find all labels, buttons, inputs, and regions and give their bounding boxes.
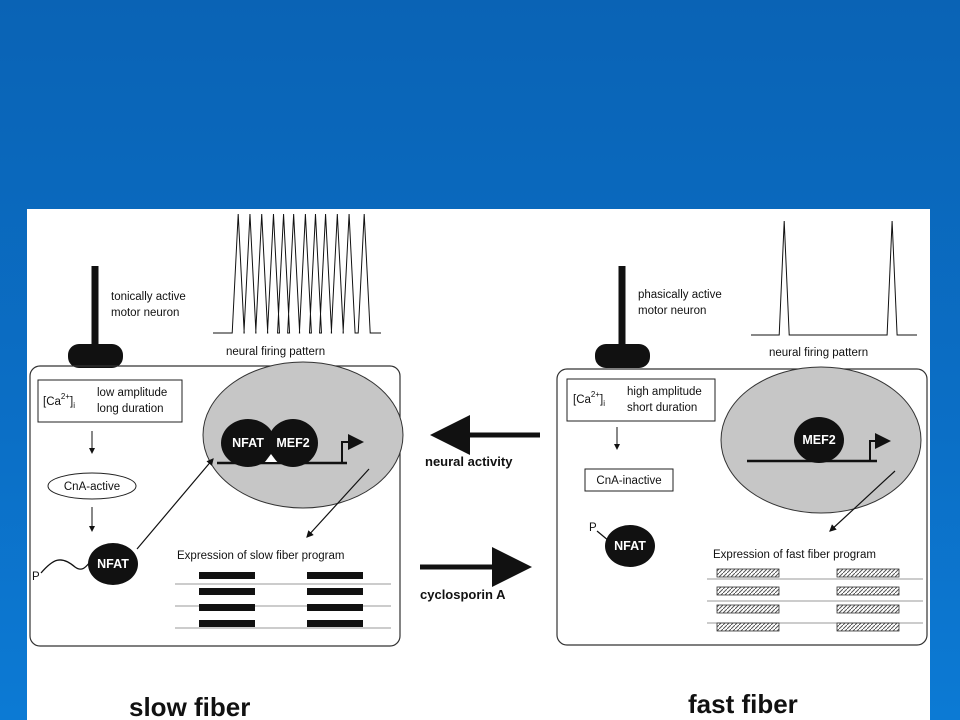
slow-phosphate-link [40,559,92,574]
fast-calcium-box [566,378,716,422]
slow-nfat-label: NFAT [97,557,129,571]
cyclosporin-label: cyclosporin A [420,587,506,602]
fast-gene-rows [707,568,923,632]
fast-nfat-label: NFAT [614,539,646,553]
slow-interaction-triangle [265,454,277,462]
fast-cna-label: CnA-inactive [596,475,661,487]
slow-amplitude-1: low amplitude [97,387,167,399]
slow-firing-label: neural firing pattern [226,346,325,358]
fast-amplitude-1: high amplitude [627,386,702,398]
fast-neuron-terminal [595,344,650,368]
slow-mef2 [268,419,318,467]
fast-firing-label: neural firing pattern [769,347,868,359]
fiber-type-diagram: tonically active motor neuron neural fir… [29,213,928,720]
fast-mef2 [794,417,844,463]
slow-nfat-nuclear-label: NFAT [232,436,264,450]
slow-cna-label: CnA-active [64,481,120,493]
fast-fiber-title: fast fiber [688,689,798,719]
slow-fiber-cell [29,365,401,647]
fast-neuron-label-1: phasically active [638,289,722,301]
slow-cna-oval [47,472,137,500]
slow-firing-pattern [213,213,381,334]
slow-neuron-terminal [68,344,123,368]
fast-amplitude-2: short duration [627,402,697,414]
fast-firing-pattern [751,220,917,336]
slow-mef2-label: MEF2 [276,436,309,450]
slow-phosphate-label: P [32,571,40,583]
slow-gene-rows [175,572,391,629]
fast-promoter-arrow [869,433,891,461]
slow-neuron-label-1: tonically active [111,291,186,303]
slow-arrow-nfat-to-nucleus [136,458,214,550]
slow-expression-label: Expression of slow fiber program [177,550,344,562]
slow-nfat-nuclear [221,419,275,467]
slow-fiber-title: slow fiber [129,692,250,720]
fast-calcium-label: [Ca2+]i [573,390,605,408]
fast-mef2-label: MEF2 [802,433,835,447]
fast-expression-label: Expression of fast fiber program [713,549,876,561]
neural-activity-label: neural activity [425,454,513,469]
slow-arrow-nucleus-to-expression [306,468,370,538]
figure-panel: tonically active motor neuron neural fir… [27,209,930,720]
fast-neuron-label-2: motor neuron [638,305,706,317]
slow-calcium-box [37,379,183,423]
slow-promoter-arrow [341,434,364,463]
slow-calcium-label: [Ca2+]i [43,392,75,410]
fast-fiber-cell [556,368,928,646]
fast-nfat-cytoplasm [605,525,655,567]
fast-cna-box [584,468,674,492]
slow-neuron-label-2: motor neuron [111,307,179,319]
slow-amplitude-2: long duration [97,403,164,415]
slow-nfat-cytoplasm [88,543,138,585]
fast-arrow-nucleus-to-expression [829,470,896,532]
fast-phosphate-label: P [589,522,597,534]
